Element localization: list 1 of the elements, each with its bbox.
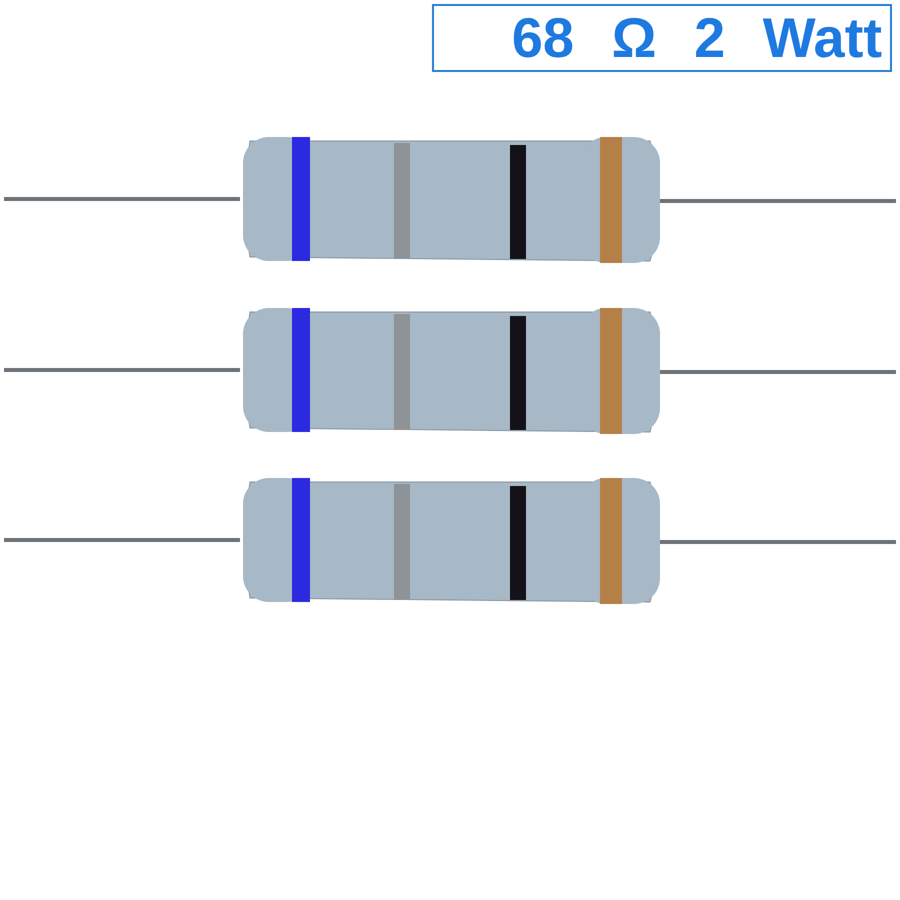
rating-title: 68 Ω 2 Watt: [432, 4, 892, 72]
